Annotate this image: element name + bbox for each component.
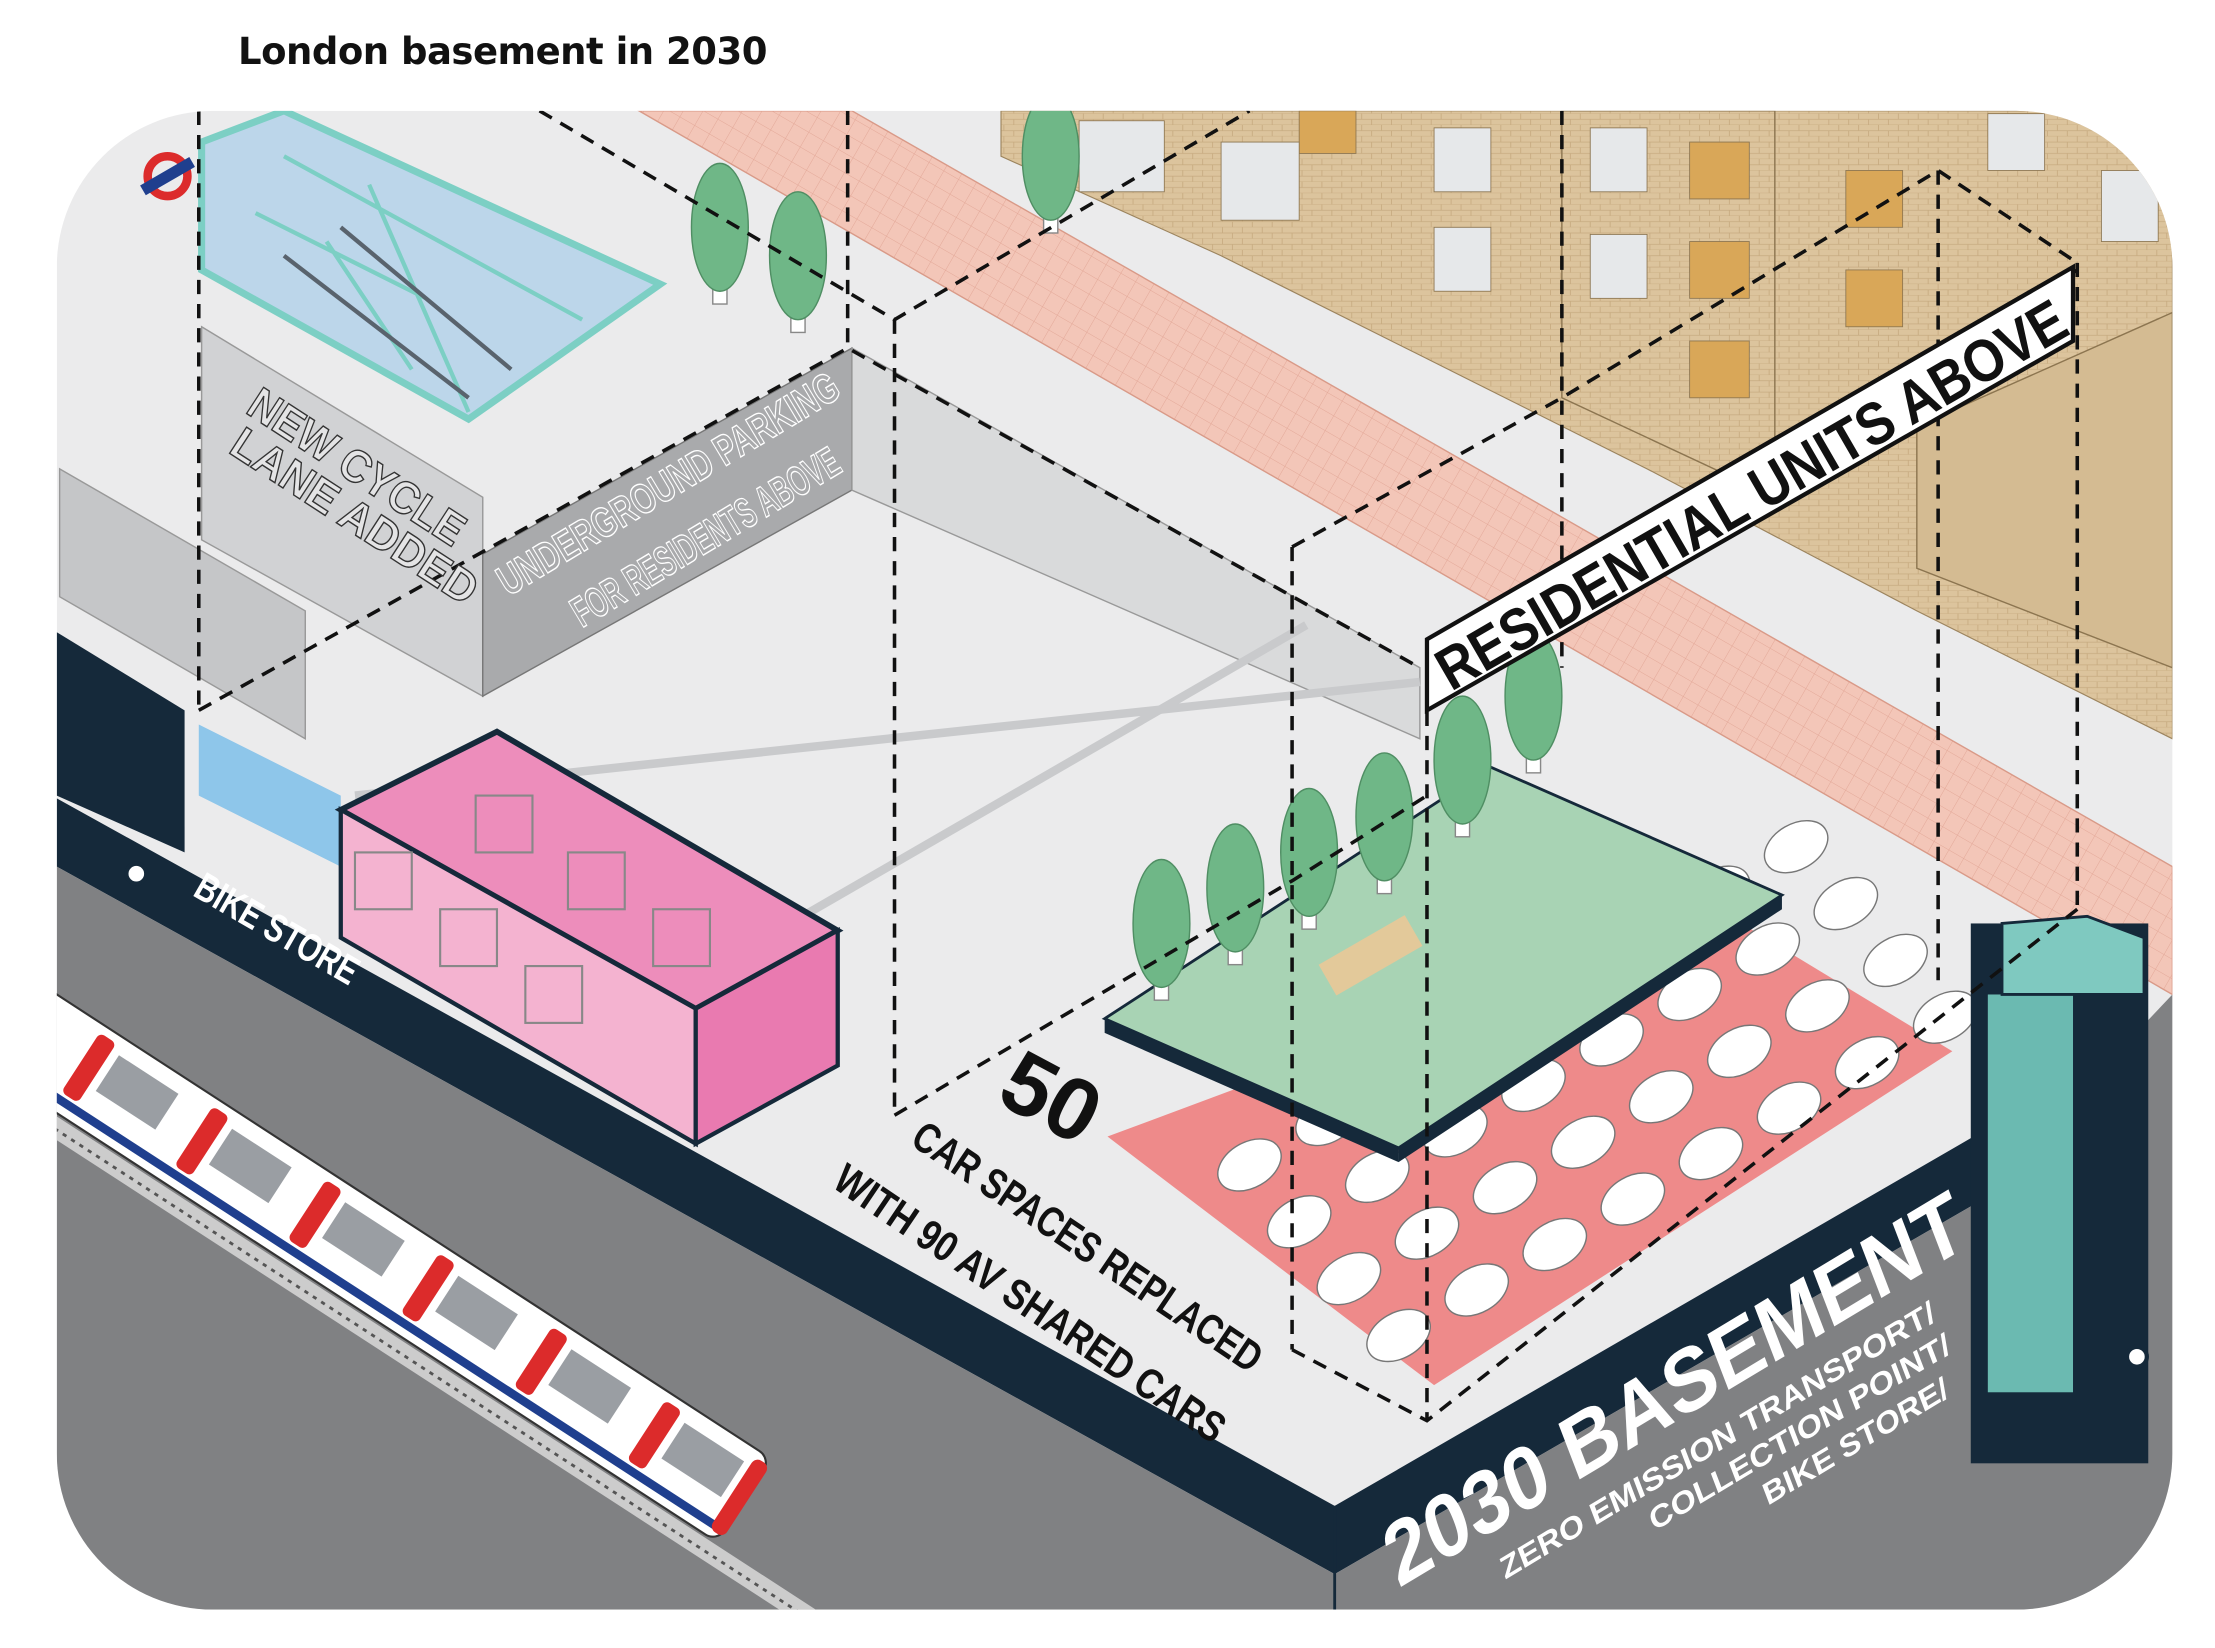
av-car xyxy=(1344,1149,1410,1204)
tree-icon xyxy=(1206,823,1265,953)
rooftop-garden xyxy=(1101,765,1785,1163)
av-car xyxy=(1600,1172,1666,1226)
tree-icon xyxy=(768,191,828,321)
av-car xyxy=(1266,1195,1332,1249)
av-car xyxy=(1785,979,1850,1033)
station-glass-entrance xyxy=(198,110,668,424)
train-door xyxy=(515,1328,567,1395)
tube-train xyxy=(56,983,930,1610)
bike-tower xyxy=(1970,914,2149,1464)
tree-icon xyxy=(1132,858,1191,989)
train-door xyxy=(176,1108,228,1175)
tube-roundel-icon xyxy=(140,152,195,201)
av-car xyxy=(1756,1081,1822,1135)
train-window xyxy=(548,1349,632,1424)
av-car xyxy=(1678,1126,1744,1181)
train-door xyxy=(289,1181,341,1248)
train-window xyxy=(661,1422,745,1498)
tree-icon xyxy=(1021,110,1080,221)
av-car xyxy=(1763,819,1829,874)
earth-left xyxy=(56,866,1335,1610)
residential-buildings xyxy=(1000,110,2173,740)
train-window xyxy=(95,1055,179,1130)
train-window xyxy=(435,1275,518,1351)
av-car xyxy=(1522,1217,1588,1272)
train-window xyxy=(208,1128,292,1204)
earth-right xyxy=(1334,994,2173,1610)
av-car xyxy=(1472,1160,1538,1215)
av-car xyxy=(1834,1035,1900,1090)
train-door xyxy=(402,1255,454,1322)
av-car xyxy=(1444,1263,1509,1317)
train-window xyxy=(322,1202,405,1277)
trees xyxy=(690,110,1563,1001)
tree-icon xyxy=(1433,695,1492,825)
pipe-end-icon xyxy=(124,861,149,886)
bike-rack-area xyxy=(198,724,341,867)
av-car xyxy=(1735,922,1801,976)
page-title: London basement in 2030 xyxy=(238,30,767,73)
train-door xyxy=(628,1402,680,1469)
bike-store-room xyxy=(334,728,844,1148)
residential-banner xyxy=(1424,263,2076,715)
av-car xyxy=(1813,876,1879,931)
tree-icon xyxy=(1280,787,1339,918)
av-car xyxy=(1863,933,1928,988)
av-car xyxy=(1707,1024,1772,1079)
av-car xyxy=(1628,1070,1694,1124)
av-car xyxy=(1217,1138,1282,1192)
av-car xyxy=(1316,1251,1382,1306)
tree-icon xyxy=(1355,752,1414,882)
train-door xyxy=(63,1034,115,1101)
tree-icon xyxy=(690,162,749,292)
cycle-path xyxy=(636,110,2173,996)
av-car xyxy=(1550,1115,1616,1169)
section-cut-left xyxy=(56,632,185,853)
